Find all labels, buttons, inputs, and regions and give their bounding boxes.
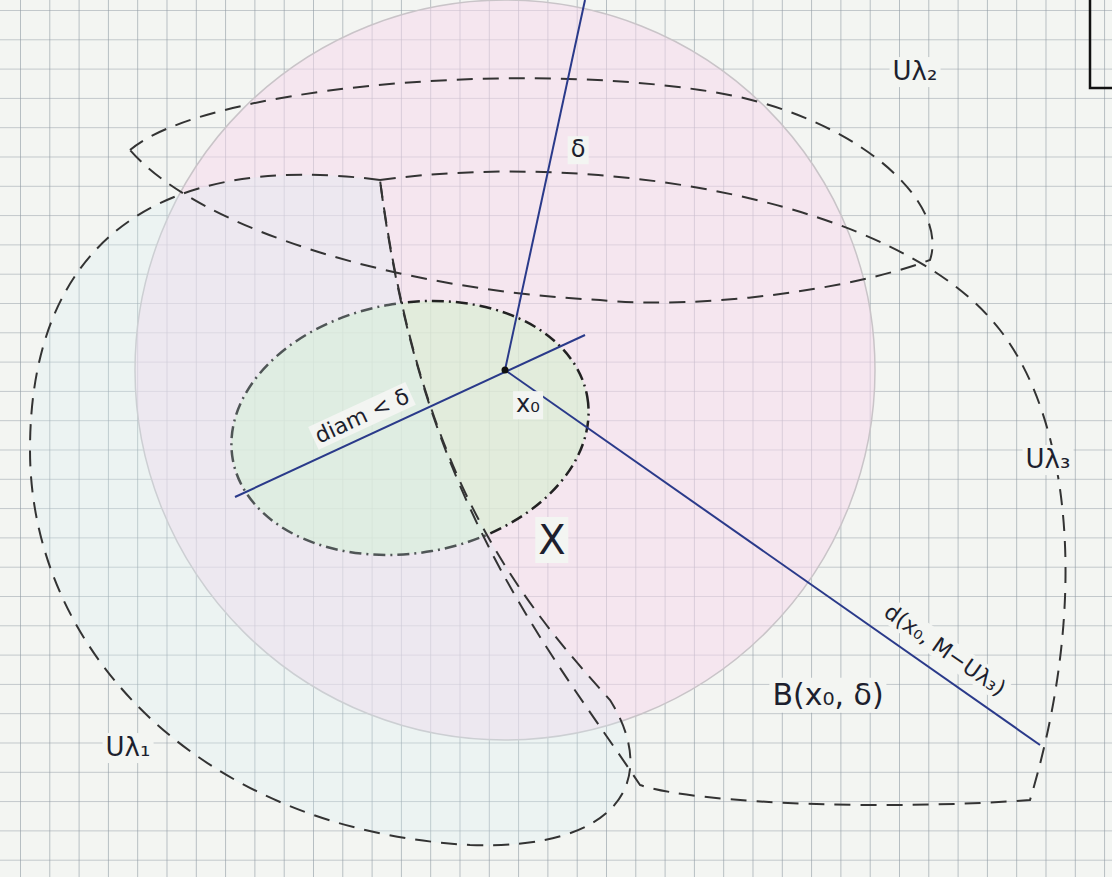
open-set-one: [30, 175, 630, 845]
space-label: X: [535, 517, 568, 563]
radius-label: δ: [568, 136, 589, 164]
radius-line: [505, 0, 585, 370]
set-label: Uλ₂: [890, 57, 941, 87]
point-label: x₀: [513, 391, 543, 419]
set-label: Uλ₁: [103, 733, 154, 763]
frame-corner: [1090, 0, 1112, 88]
open-set-three: [380, 172, 1066, 805]
open-set-two: [130, 78, 933, 302]
set-label: Uλ₃: [1023, 445, 1074, 475]
distance-line: [505, 370, 1040, 745]
center-point: [502, 367, 509, 374]
diameter-line: [235, 335, 585, 497]
ball-label: B(x₀, δ): [769, 678, 886, 713]
